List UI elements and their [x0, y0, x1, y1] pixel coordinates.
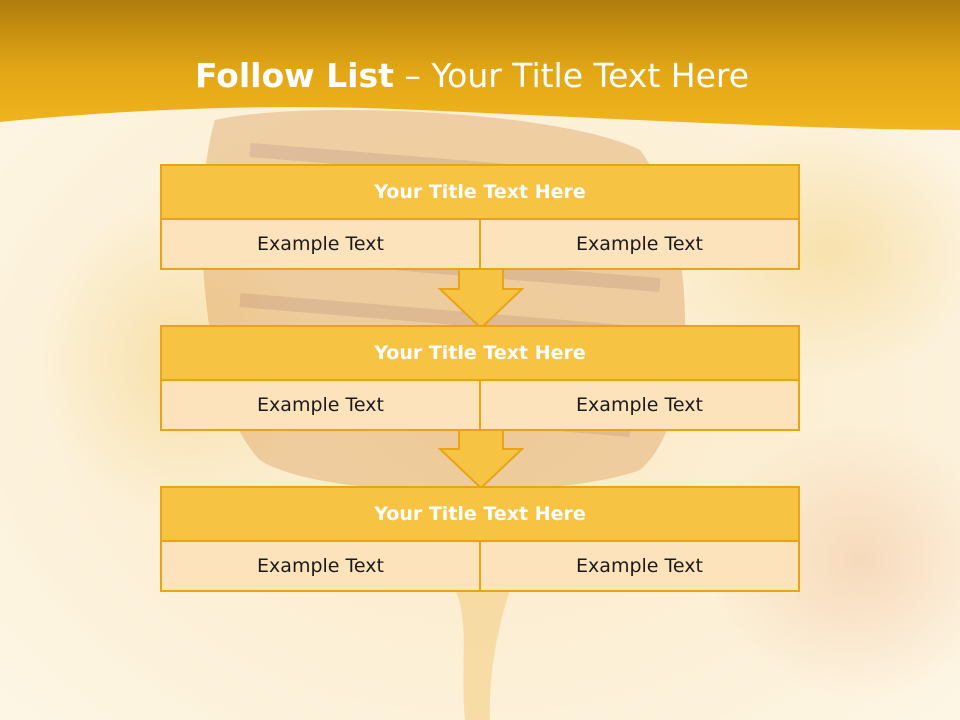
block-row: Example Text Example Text [160, 220, 800, 270]
block-title: Your Title Text Here [160, 486, 800, 542]
block-row: Example Text Example Text [160, 381, 800, 431]
list-block-2: Your Title Text Here Example Text Exampl… [160, 325, 800, 431]
block-cell-right: Example Text [481, 220, 800, 270]
list-block-3: Your Title Text Here Example Text Exampl… [160, 486, 800, 592]
block-cell-left: Example Text [160, 381, 481, 431]
block-title: Your Title Text Here [160, 164, 800, 220]
down-arrow-icon [438, 268, 524, 330]
list-block-1: Your Title Text Here Example Text Exampl… [160, 164, 800, 270]
down-arrow-icon [438, 428, 524, 490]
title-separator: – [404, 56, 421, 95]
block-cell-right: Example Text [481, 542, 800, 592]
block-cell-left: Example Text [160, 542, 481, 592]
header-band [0, 0, 960, 130]
block-title: Your Title Text Here [160, 325, 800, 381]
block-cell-left: Example Text [160, 220, 481, 270]
title-rest: Your Title Text Here [431, 56, 750, 95]
slide-title: Follow List – Your Title Text Here [0, 52, 944, 100]
title-strong: Follow List [194, 56, 394, 95]
block-row: Example Text Example Text [160, 542, 800, 592]
block-cell-right: Example Text [481, 381, 800, 431]
